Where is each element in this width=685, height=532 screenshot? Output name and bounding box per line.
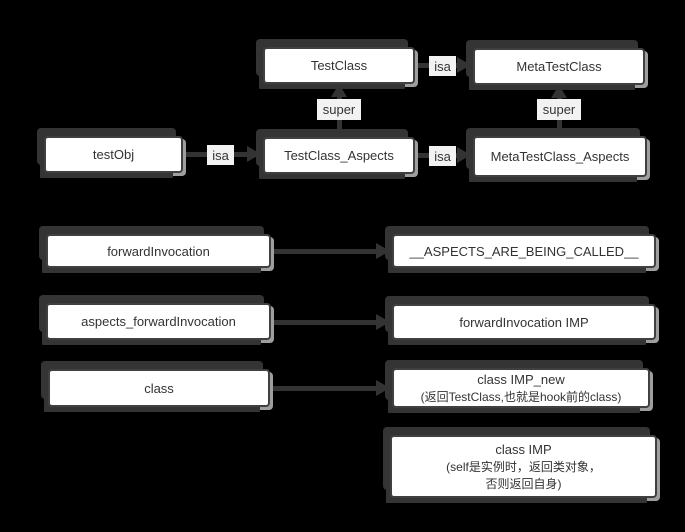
isa-label-text: isa [434,148,451,164]
node-metatestclass-label: MetaTestClass [516,59,602,74]
node-metatestclass-aspects: MetaTestClass_Aspects [473,136,647,177]
mapping-edge-1-arrowhead-icon [376,243,390,259]
node-class-imp-new-title: class IMP_new [477,372,565,387]
node-forwardinvocation: forwardInvocation [46,234,271,268]
node-class-imp-new-note: (返回TestClass,也就是hook前的class) [420,390,622,404]
node-class-label: class [144,380,174,396]
node-aspects-forwardinvocation: aspects_forwardInvocation [46,303,271,340]
super-label: super [317,99,361,120]
isa-label: isa [207,145,234,165]
super-edge-right-arrowhead-icon [551,85,567,98]
node-testclass-aspects: TestClass_Aspects [263,137,415,174]
node-testclass-aspects-label: TestClass_Aspects [284,148,394,163]
node-testobj: testObj [44,136,183,173]
mapping-edge-1-line [271,249,377,254]
node-aspects-are-being-called: __ASPECTS_ARE_BEING_CALLED__ [392,234,656,268]
node-class-imp-title: class IMP [495,442,552,457]
node-class-imp-note-line1: (self是实例时，返回类对象， [446,460,601,474]
node-testobj-label: testObj [92,147,135,162]
isa-edge-class-arrowhead-icon [457,57,471,73]
node-forwardinvocation-imp: forwardInvocation IMP [392,304,656,340]
isa-edge-obj-arrowhead-icon [247,146,261,162]
super-edge-left-arrowhead-icon [331,84,347,97]
super-label-text: super [542,102,576,117]
mapping-edge-3-line [270,386,377,391]
node-aspects-are-being-called-label: __ASPECTS_ARE_BEING_CALLED__ [409,243,639,259]
node-metatestclass: MetaTestClass [473,48,645,85]
isa-label: isa [429,56,456,76]
mapping-edge-2-arrowhead-icon [376,314,390,330]
isa-label-text: isa [212,147,229,163]
node-class-imp-note-line2: 否则返回自身) [485,477,562,491]
super-label: super [537,99,581,120]
node-metatestclass-aspects-label: MetaTestClass_Aspects [490,149,630,164]
mapping-edge-2-line [271,320,377,325]
node-class-imp: class IMP (self是实例时，返回类对象， 否则返回自身) [390,435,657,498]
node-class: class [48,369,270,407]
node-testclass-label: TestClass [310,58,368,73]
node-testclass: TestClass [263,47,415,84]
mapping-edge-3-arrowhead-icon [376,380,390,396]
node-forwardinvocation-imp-label: forwardInvocation IMP [459,314,589,330]
isa-label: isa [429,146,456,166]
node-forwardinvocation-label: forwardInvocation [107,243,210,259]
isa-edge-aspects-arrowhead-icon [457,147,471,163]
node-aspects-forwardinvocation-label: aspects_forwardInvocation [81,314,236,329]
node-class-imp-new: class IMP_new (返回TestClass,也就是hook前的clas… [392,368,650,408]
super-label-text: super [322,102,356,117]
isa-label-text: isa [434,58,451,74]
